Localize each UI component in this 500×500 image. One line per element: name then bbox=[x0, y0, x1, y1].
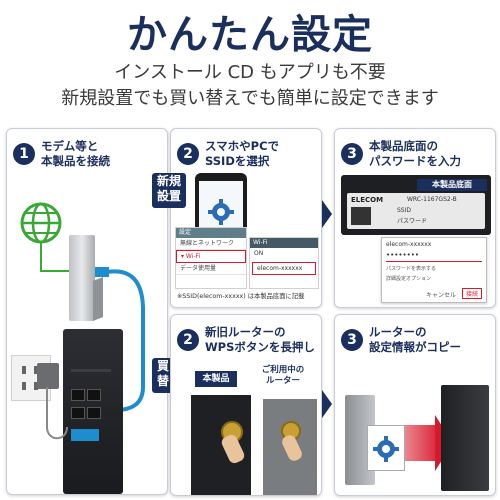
step3a-label-2: パスワードを入力 bbox=[369, 154, 461, 168]
label-plate: ELECOM WRC-1167GS2-B SSID パスワード bbox=[347, 193, 485, 229]
step3a-number: 3 bbox=[341, 143, 363, 165]
step1-number: 1 bbox=[13, 143, 35, 165]
arrow-2b-to-3b bbox=[322, 390, 332, 418]
label-pass: パスワード bbox=[397, 218, 428, 225]
arrow-2a-to-3a bbox=[322, 200, 332, 228]
subtitle-line-2: 新規設置でも買い替えでも簡単に設定できます bbox=[61, 88, 439, 109]
in-use-line1: ご利用中の bbox=[261, 365, 305, 375]
dialog-ssid: elecom-xxxxxx bbox=[386, 241, 432, 248]
hand-icon bbox=[219, 432, 247, 466]
globe-icon bbox=[20, 202, 62, 244]
modem-device bbox=[69, 235, 95, 321]
label-brand: ELECOM bbox=[351, 196, 384, 204]
label-ssid: SSID bbox=[397, 207, 412, 214]
this-product-tag: 本製品 bbox=[195, 371, 237, 387]
step2a-label-2: SSIDを選択 bbox=[205, 154, 270, 168]
router-device bbox=[63, 329, 123, 494]
new-router bbox=[191, 395, 251, 495]
cancel-button[interactable]: キャンセル bbox=[425, 292, 456, 299]
settings-screen: 設定 無線とネットワーク ▾ Wi-Fi データ使用量 bbox=[175, 227, 247, 289]
wifi-icon: ▾ bbox=[181, 253, 186, 260]
gear-icon bbox=[373, 436, 399, 462]
step1-label-2: 本製品を接続 bbox=[41, 154, 110, 168]
ssid-note: ※SSID(elecom-xxxxx) は本製品底面に記載 bbox=[177, 293, 305, 300]
step3b-number: 3 bbox=[341, 329, 363, 351]
router-bottom: 本製品底面 ELECOM WRC-1167GS2-B SSID パスワード bbox=[341, 175, 491, 235]
step3b-label-1: ルーターの bbox=[369, 325, 427, 339]
step1-card: 1 モデム等と 本製品を接続 bbox=[6, 128, 168, 495]
page-title: かんたん設定 bbox=[127, 12, 373, 58]
new-setup-tag: 新規 設置 bbox=[152, 173, 186, 208]
step2b-card: 2 新旧ルーターの WPSボタンを長押し 本製品 ご利用中の ルーター bbox=[170, 314, 322, 496]
password-dialog: elecom-xxxxxx •••••••• パスワードを表示する 詳細設定オプ… bbox=[381, 237, 487, 303]
new-setup-tag-line2: 設置 bbox=[156, 189, 181, 203]
wifi-panel-title: Wi-Fi bbox=[250, 238, 318, 248]
step1-label-1: モデム等と bbox=[41, 139, 99, 153]
step3a-label-1: 本製品底面の bbox=[369, 139, 438, 153]
step2a-number: 2 bbox=[177, 143, 199, 165]
settings-network: 無線とネットワーク bbox=[176, 238, 246, 250]
step2a-card: 2 スマホやPCで SSIDを選択 設定 無線とネットワーク ▾ Wi-Fi デ… bbox=[170, 128, 322, 308]
settings-wifi-item[interactable]: ▾ Wi-Fi bbox=[176, 250, 246, 263]
old-router bbox=[263, 399, 317, 495]
step2a-label-1: スマホやPCで bbox=[205, 139, 280, 153]
step2b-label-1: 新旧ルーターの bbox=[205, 325, 286, 339]
new-setup-tag-line1: 新規 bbox=[156, 174, 181, 188]
password-input[interactable]: •••••••• bbox=[386, 251, 482, 262]
subtitle-line-1: インストール CD もアプリも不要 bbox=[114, 62, 386, 83]
gear-icon bbox=[208, 199, 234, 225]
bottom-tag: 本製品底面 bbox=[417, 179, 487, 191]
in-use-line2: ルーター bbox=[265, 376, 300, 386]
power-adapter bbox=[37, 363, 59, 389]
step3a-card: 3 本製品底面の パスワードを入力 本製品底面 ELECOM WRC-1167G… bbox=[334, 128, 496, 308]
qr-code bbox=[351, 207, 371, 225]
step3b-label-2: 設定情報がコピー bbox=[369, 340, 461, 354]
globe-cable bbox=[40, 241, 75, 272]
hand-icon-old bbox=[280, 433, 304, 463]
settings-wifi-label: Wi-Fi bbox=[185, 253, 201, 260]
wifi-panel: Wi-Fi ON elecom-xxxxxx bbox=[249, 237, 319, 289]
settings-document bbox=[367, 425, 405, 471]
step2b-label-2: WPSボタンを長押し bbox=[205, 340, 315, 354]
connect-button[interactable]: 接続 bbox=[461, 288, 482, 299]
step2b-number: 2 bbox=[177, 329, 199, 351]
show-password-option[interactable]: パスワードを表示する bbox=[386, 266, 437, 272]
settings-header: 設定 bbox=[176, 228, 246, 238]
new-router-copy bbox=[441, 385, 489, 491]
wifi-panel-on[interactable]: ON bbox=[254, 250, 264, 257]
step3b-card: 3 ルーターの 設定情報がコピー bbox=[334, 314, 496, 496]
label-model: WRC-1167GS2-B bbox=[407, 196, 457, 203]
wifi-ssid-item[interactable]: elecom-xxxxxx bbox=[252, 262, 316, 275]
settings-data[interactable]: データ使用量 bbox=[176, 263, 246, 275]
advanced-options[interactable]: 詳細設定オプション bbox=[386, 276, 432, 282]
power-cord bbox=[46, 387, 68, 440]
in-use-router-tag: ご利用中の ルーター bbox=[253, 365, 313, 387]
